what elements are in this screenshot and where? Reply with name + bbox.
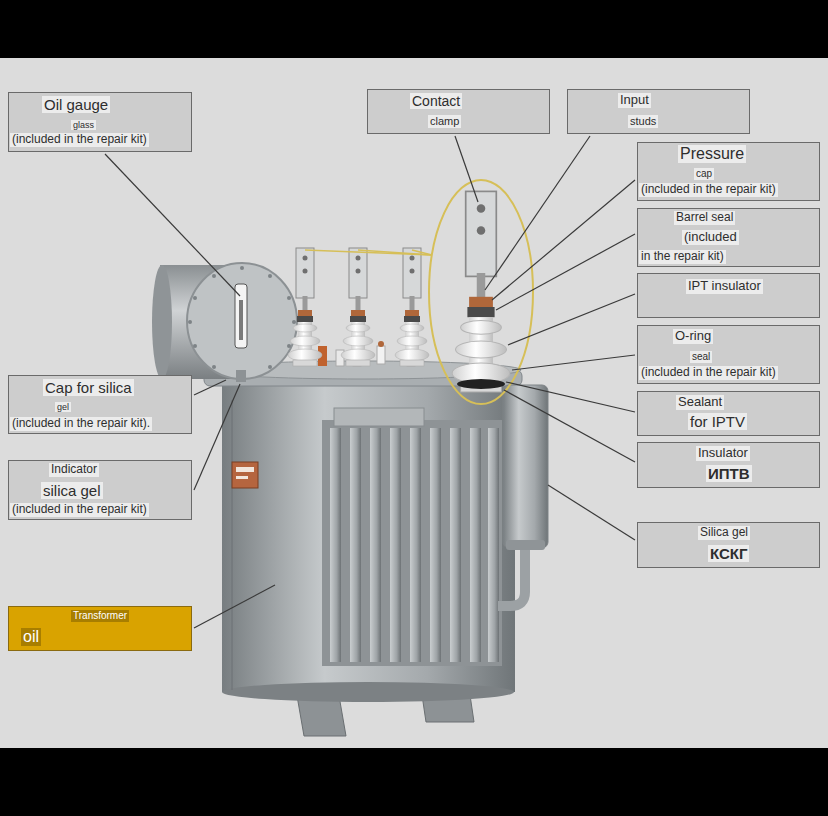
label-text: Contact bbox=[410, 93, 462, 109]
label-text: silica gel bbox=[41, 482, 103, 499]
label-text: Oil gauge bbox=[42, 96, 110, 113]
label-text: (included in the repair kit) bbox=[10, 133, 149, 147]
label-box: Input studs bbox=[567, 89, 750, 134]
label-text: Transformer bbox=[71, 610, 129, 622]
label-box: IPT insulator bbox=[637, 273, 820, 318]
label-box: Silica gelКСКГ bbox=[637, 522, 820, 568]
label-text: КСКГ bbox=[708, 545, 749, 562]
label-text: Pressure bbox=[678, 145, 746, 163]
label-text: for IPTV bbox=[688, 413, 747, 430]
label-text: Insulator bbox=[696, 446, 750, 461]
label-text: cap bbox=[694, 168, 714, 180]
label-text: in the repair kit) bbox=[639, 250, 726, 264]
label-text: O-ring bbox=[673, 329, 713, 344]
label-text: gel bbox=[55, 402, 71, 412]
label-box: Oil gauge glass (included in the repair ki… bbox=[8, 92, 192, 152]
label-text: (included in the repair kit) bbox=[639, 366, 778, 380]
label-text: Input bbox=[618, 93, 651, 108]
label-box: O-ring seal (included in the repair kit) bbox=[637, 325, 820, 384]
label-text: (included in the repair kit) bbox=[10, 503, 149, 517]
label-box: Barrel seal (included in the repair kit) bbox=[637, 208, 820, 267]
label-text: Silica gel bbox=[698, 526, 750, 540]
label-box: Contact clamp bbox=[367, 89, 550, 134]
label-box: Sealant for IPTV bbox=[637, 391, 820, 436]
label-box: Cap for silica gel (included in the repair… bbox=[8, 375, 192, 434]
label-text: Indicator bbox=[49, 463, 99, 477]
label-text: clamp bbox=[428, 115, 461, 128]
label-text: Sealant bbox=[676, 395, 724, 410]
label-text: (included bbox=[682, 230, 739, 245]
label-box: Pressure cap (included in the repair kit) bbox=[637, 142, 820, 201]
label-box: Indicator silica gel (included in the repa… bbox=[8, 460, 192, 520]
label-text: Cap for silica bbox=[43, 379, 134, 396]
label-text: (included in the repair kit). bbox=[10, 417, 152, 431]
label-text: glass bbox=[71, 120, 96, 130]
label-text: oil bbox=[21, 628, 41, 646]
label-text: IPT insulator bbox=[686, 279, 763, 294]
label-box: Transformer oil bbox=[8, 606, 192, 651]
label-text: seal bbox=[690, 351, 712, 363]
label-box: InsulatorИПТВ bbox=[637, 442, 820, 488]
label-text: studs bbox=[628, 115, 658, 128]
label-text: ИПТВ bbox=[706, 465, 752, 482]
label-text: (included in the repair kit) bbox=[639, 183, 778, 197]
label-text: Barrel seal bbox=[674, 211, 735, 225]
